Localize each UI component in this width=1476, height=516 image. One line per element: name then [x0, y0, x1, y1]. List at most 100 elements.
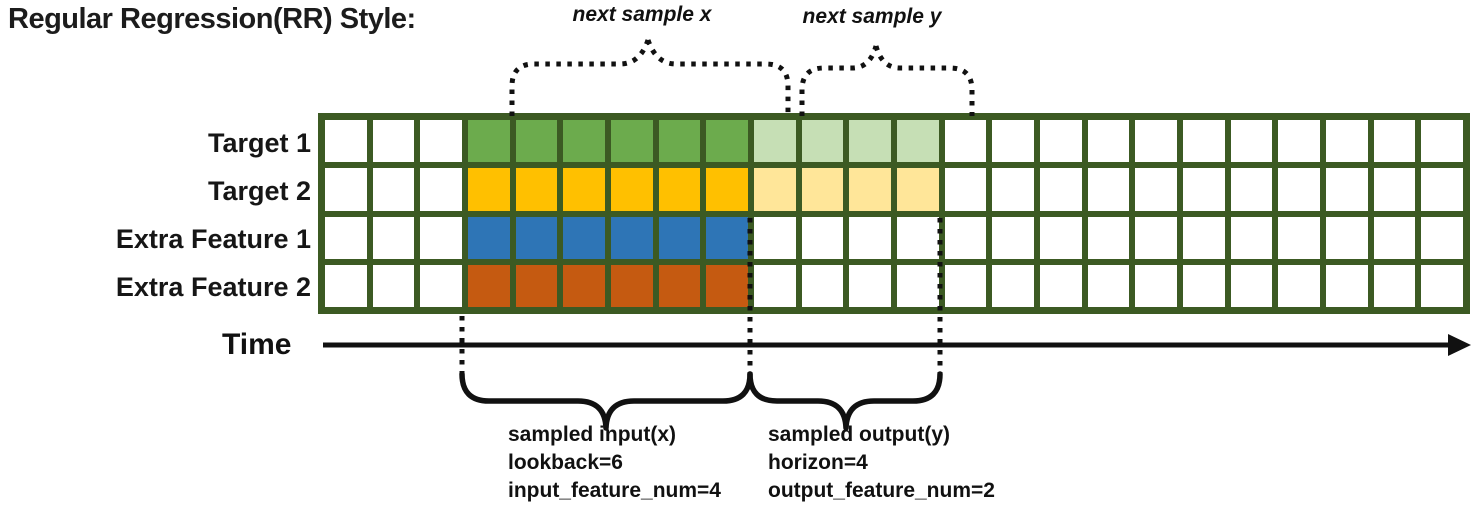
grid-cell — [468, 120, 510, 163]
grid-cell — [992, 216, 1034, 259]
row-label-extra-feature-2: Extra Feature 2 — [115, 272, 311, 302]
grid-cell — [706, 264, 748, 307]
grid-cell — [1373, 120, 1416, 163]
grid-cell — [515, 120, 558, 163]
sampled-input-annotation: sampled input(x) lookback=6 input_featur… — [508, 421, 721, 505]
horizon-value: horizon=4 — [768, 451, 868, 474]
grid-cell — [611, 120, 653, 163]
grid-cell — [897, 168, 939, 211]
grid-cell — [754, 216, 796, 259]
grid-cell — [1230, 120, 1273, 163]
grid-cell — [372, 216, 415, 259]
grid-cell — [611, 216, 653, 259]
grid-cell — [658, 120, 701, 163]
grid-cell — [1373, 264, 1416, 307]
grid-cell — [849, 216, 891, 259]
row-label-extra-feature-1: Extra Feature 1 — [115, 224, 311, 254]
grid-cell — [1183, 216, 1225, 259]
grid-cell — [1183, 168, 1225, 211]
grid-cell — [1278, 216, 1320, 259]
grid-cell — [468, 216, 510, 259]
grid-cell — [1230, 168, 1273, 211]
grid-cell — [801, 264, 844, 307]
sampled-output-title: sampled output(y) — [768, 423, 950, 446]
lookback-value: lookback=6 — [508, 451, 623, 474]
grid-cell — [420, 168, 462, 211]
grid-cell — [420, 216, 462, 259]
grid-cell — [515, 168, 558, 211]
next-sample-x-label: next sample x — [572, 3, 712, 26]
grid-cell — [992, 264, 1034, 307]
grid-cell — [801, 120, 844, 163]
row-label-target-1: Target 1 — [207, 128, 311, 158]
grid-cell — [611, 264, 653, 307]
sampled-input-title: sampled input(x) — [508, 423, 677, 446]
grid-cell — [1040, 168, 1082, 211]
grid-cell — [658, 216, 701, 259]
grid-cell — [706, 168, 748, 211]
grid-cell — [1373, 168, 1416, 211]
grid-cell — [1278, 168, 1320, 211]
time-axis-label: Time — [222, 328, 292, 361]
grid-cell — [515, 216, 558, 259]
grid-cell — [325, 168, 367, 211]
next-sample-y-label: next sample y — [802, 5, 942, 28]
sampled-output-annotation: sampled output(y) horizon=4 output_featu… — [768, 421, 995, 505]
grid-cell — [944, 264, 987, 307]
grid-cell — [1326, 264, 1368, 307]
grid-cell — [611, 168, 653, 211]
grid-cell — [1087, 216, 1130, 259]
grid-cell — [563, 168, 605, 211]
next-sample-x-brace — [509, 39, 791, 116]
grid-cell — [1087, 264, 1130, 307]
grid-cell — [944, 120, 987, 163]
grid-cell — [1135, 264, 1177, 307]
grid-cell — [1135, 168, 1177, 211]
grid-cell — [515, 264, 558, 307]
grid-cell — [1230, 216, 1273, 259]
grid-cell — [754, 264, 796, 307]
grid-cell — [1040, 120, 1082, 163]
grid-cell — [1326, 216, 1368, 259]
grid-cell — [754, 120, 796, 163]
grid-cell — [372, 264, 415, 307]
grid-cell — [563, 264, 605, 307]
grid-cell — [944, 216, 987, 259]
grid-cell — [1421, 120, 1463, 163]
input-feature-num-value: input_feature_num=4 — [508, 479, 721, 502]
grid-cell — [706, 216, 748, 259]
grid-cell — [754, 168, 796, 211]
grid-cell — [1278, 264, 1320, 307]
grid-cell — [1326, 120, 1368, 163]
grid-cell — [372, 168, 415, 211]
grid-cell — [992, 120, 1034, 163]
time-axis-arrowhead — [1448, 334, 1471, 356]
grid-cell — [1421, 264, 1463, 307]
sampled-output-brace — [747, 371, 943, 431]
grid-cell — [801, 168, 844, 211]
grid-cell — [1087, 168, 1130, 211]
sample-grid — [318, 113, 1470, 314]
grid-cell — [372, 120, 415, 163]
grid-cell — [1326, 168, 1368, 211]
grid-cell — [1040, 264, 1082, 307]
grid-cell — [658, 168, 701, 211]
grid-cell — [801, 216, 844, 259]
sampled-input-brace — [459, 371, 753, 431]
grid-cell — [1040, 216, 1082, 259]
grid-cell — [468, 264, 510, 307]
grid-cell — [1278, 120, 1320, 163]
grid-cell — [897, 216, 939, 259]
grid-cell — [1230, 264, 1273, 307]
grid-cell — [1135, 120, 1177, 163]
grid-cell — [420, 120, 462, 163]
grid-cell — [849, 264, 891, 307]
row-label-target-2: Target 2 — [207, 176, 311, 206]
grid-cell — [325, 264, 367, 307]
grid-cell — [563, 216, 605, 259]
grid-cell — [849, 120, 891, 163]
grid-cell — [1183, 120, 1225, 163]
grid-cell — [563, 120, 605, 163]
grid-cell — [849, 168, 891, 211]
